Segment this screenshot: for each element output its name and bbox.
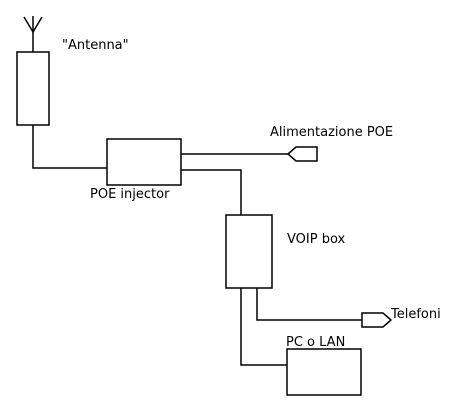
power-connector-icon bbox=[286, 146, 318, 162]
injector-to-voip-wire bbox=[181, 169, 242, 215]
voip-to-phones-wire bbox=[256, 288, 362, 321]
pc-lan-box bbox=[286, 348, 362, 396]
antenna-to-injector-wire bbox=[32, 125, 107, 169]
phone-connector-icon bbox=[361, 312, 393, 328]
antenna-box bbox=[16, 51, 50, 126]
poe-power-label: Alimentazione POE bbox=[270, 125, 393, 140]
voip-box-label: VOIP box bbox=[287, 232, 346, 247]
antenna-label: "Antenna" bbox=[62, 38, 129, 53]
telefoni-label: Telefoni bbox=[390, 307, 441, 322]
voip-box bbox=[225, 214, 273, 289]
pc-lan-label: PC o LAN bbox=[286, 335, 345, 350]
poe-injector-label: POE injector bbox=[90, 187, 170, 202]
voip-to-pc-wire bbox=[240, 288, 287, 366]
antenna-icon bbox=[23, 16, 43, 52]
poe-injector-box bbox=[106, 138, 182, 186]
